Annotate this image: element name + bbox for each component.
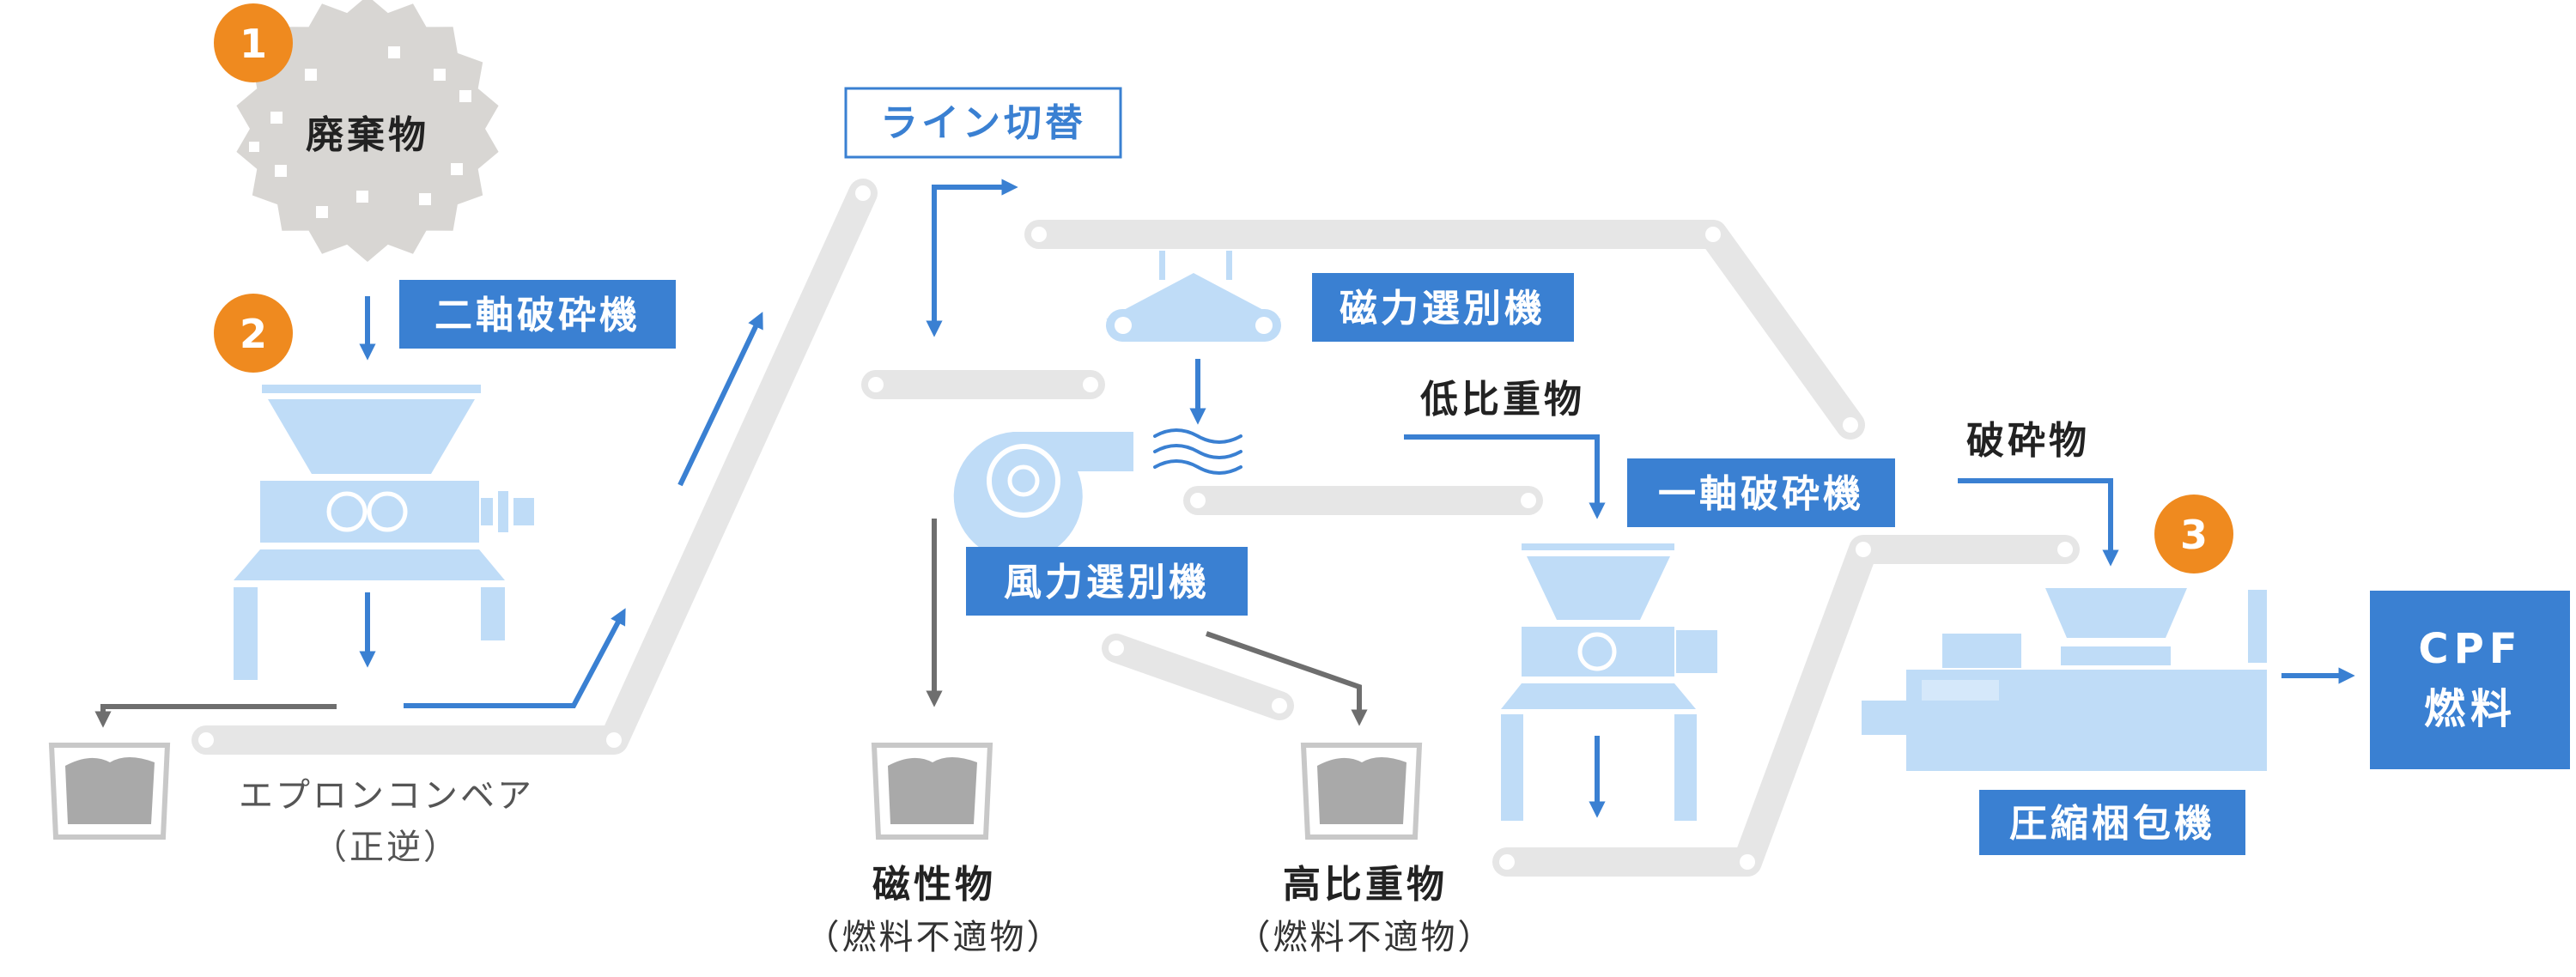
conveyor-note: （正逆） [313, 828, 460, 867]
magnetic-material-label: 磁性物 [872, 863, 996, 907]
cpf-fuel-line1: CPF [2418, 625, 2522, 673]
conveyor-name: エプロンコンベア [239, 776, 534, 816]
wind-separator-label: 風力選別機 [966, 547, 1248, 616]
waste-burst-icon: 廃棄物 [236, 0, 499, 262]
step-number-2: 2 [240, 311, 267, 357]
magnetic-bin-icon [871, 743, 993, 840]
line-switch-label: ライン切替 [844, 87, 1122, 159]
high-gravity-bin-icon [1300, 743, 1423, 840]
low-gravity-label: 低比重物 [1420, 378, 1585, 422]
collection-bin-icon [48, 743, 171, 840]
flow-arrows [94, 179, 2355, 818]
line-switch-label-text: ライン切替 [880, 101, 1086, 145]
arrow-low-gravity-to-crusher [1404, 434, 1606, 519]
single-shaft-label: 一軸破砕機 [1627, 458, 1895, 527]
conveyor-rollers [198, 185, 2073, 870]
arrow-conveyor-up [677, 312, 763, 487]
twin-shaft-label: 二軸破砕機 [399, 280, 676, 349]
compression-baler-icon [1862, 588, 2267, 771]
apron-conveyor [191, 179, 878, 755]
arrow-crusher-to-bin [94, 704, 337, 728]
step-badge-1: 1 [214, 3, 293, 82]
single-shaft-crusher-icon [1501, 543, 1717, 821]
step-badge-3: 3 [2154, 495, 2233, 573]
arrow-to-high-gravity-bin [1206, 631, 1368, 726]
wind-blower-icon [953, 428, 1242, 561]
tilted-conveyor [1102, 634, 1294, 720]
compression-baler-label-text: 圧縮梱包機 [2009, 802, 2215, 846]
step-number-1: 1 [240, 21, 267, 67]
arrow-crushed-to-baler [1958, 478, 2119, 567]
twin-shaft-crusher-icon [234, 385, 534, 680]
high-gravity-label: 高比重物 [1283, 863, 1448, 907]
twin-shaft-label-text: 二軸破砕機 [434, 294, 641, 337]
compression-baler-label: 圧縮梱包機 [1979, 790, 2245, 855]
magnetic-separator-label-text: 磁力選別機 [1340, 287, 1546, 331]
magnetic-material-note: （燃料不適物） [805, 918, 1064, 957]
magnetic-separator-label: 磁力選別機 [1312, 273, 1574, 342]
return-conveyor [1492, 535, 2080, 877]
cpf-fuel-line2: 燃料 [2424, 685, 2517, 733]
arrow-line-switch-right [932, 179, 1018, 328]
waste-label: 廃棄物 [306, 113, 429, 157]
step-number-3: 3 [2180, 512, 2208, 558]
wind-separator-label-text: 風力選別機 [1004, 561, 1210, 604]
step-badge-2: 2 [214, 294, 293, 373]
single-shaft-label-text: 一軸破砕機 [1658, 472, 1864, 516]
cpf-fuel-box: CPF 燃料 [2370, 591, 2570, 769]
high-gravity-note: （燃料不適物） [1236, 918, 1495, 957]
arrow-conveyor-forward [404, 608, 626, 708]
magnetic-separator-icon [1106, 251, 1281, 342]
crushed-label: 破砕物 [1966, 419, 2090, 463]
